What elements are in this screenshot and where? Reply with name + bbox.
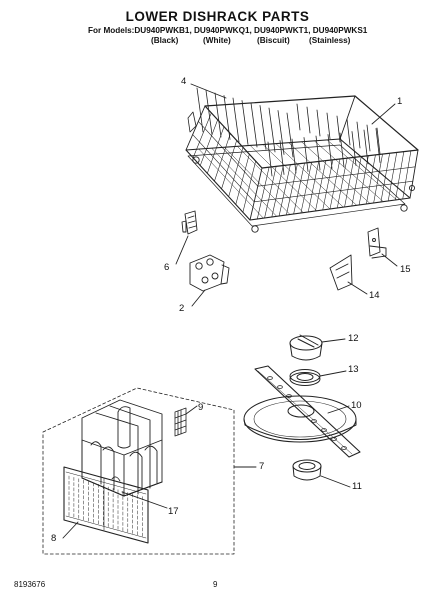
callout-7: 7: [259, 461, 265, 472]
part-10-spray-arm: [243, 365, 361, 458]
part-8-cover: [63, 466, 149, 544]
part-9-insert: [174, 407, 187, 437]
callout-15: 15: [400, 264, 411, 275]
callout-17: 17: [168, 506, 179, 517]
part-7-basket: [81, 399, 163, 497]
part-11-bearing: [292, 459, 322, 481]
part-6-clip: [181, 210, 198, 235]
callout-10: 10: [351, 400, 362, 411]
callout-11: 11: [352, 481, 362, 492]
finish-biscuit: (Biscuit): [257, 36, 290, 45]
callout-8: 8: [51, 533, 57, 544]
callout-1: 1: [397, 96, 403, 107]
callout-9: 9: [198, 402, 204, 413]
model-list: For Models:DU940PWKB1, DU940PWKQ1, DU940…: [88, 26, 368, 35]
finish-black: (Black): [151, 36, 179, 45]
page-number: 9: [213, 580, 218, 589]
callout-6: 6: [164, 262, 170, 273]
finish-stainless: (Stainless): [309, 36, 351, 45]
callout-12: 12: [348, 333, 359, 344]
part-13-ring: [289, 369, 321, 386]
finish-white: (White): [203, 36, 231, 45]
part-12-nut: [289, 334, 323, 361]
callout-14: 14: [369, 290, 380, 301]
part-2-roller: [189, 254, 230, 292]
diagram-title: LOWER DISHRACK PARTS: [125, 9, 310, 24]
callout-13: 13: [348, 364, 359, 375]
document-number: 8193676: [14, 580, 46, 589]
callout-4: 4: [181, 76, 187, 87]
part-15-bracket: [367, 227, 387, 259]
basket-group-box: [42, 387, 235, 555]
callout-2: 2: [179, 303, 185, 314]
part-14-bracket: [329, 254, 353, 291]
lower-dishrack: [185, 87, 419, 233]
